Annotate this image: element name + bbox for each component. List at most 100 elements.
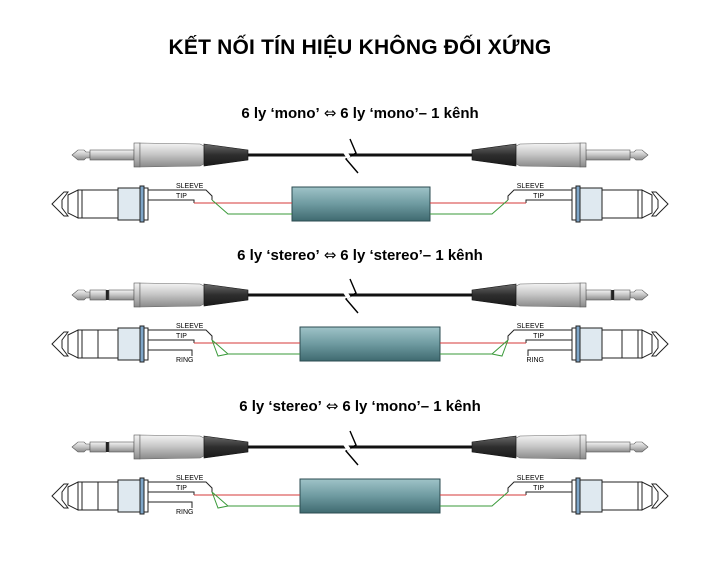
schematic-tip-neck — [67, 481, 79, 511]
section-1-left-text: 6 ly ‘mono’ — [241, 105, 320, 122]
right-tip-tab — [525, 199, 572, 203]
plug-tip — [629, 289, 649, 301]
plug-handle — [139, 282, 205, 308]
plug-collar — [133, 434, 141, 460]
wire-sleeve-left — [211, 199, 292, 215]
plug-sleeve — [585, 289, 612, 301]
plug-collar — [133, 282, 141, 308]
left-ring-jumper — [211, 339, 229, 357]
left-ring-tab — [148, 349, 193, 356]
schematic-tip — [51, 191, 69, 217]
right-label-1: TIP — [533, 333, 544, 340]
right-photo-plug — [471, 434, 649, 460]
plug-sleeve — [108, 289, 135, 301]
plug-handle — [139, 142, 205, 168]
plug-tip — [71, 149, 91, 161]
right-contact-block — [571, 327, 577, 361]
plug-shaft — [89, 149, 135, 161]
plug-boot — [471, 283, 517, 307]
left-tip-tab — [148, 491, 195, 495]
right-photo-plug — [471, 142, 649, 168]
schematic-tip-neck — [67, 189, 79, 219]
cable-gap — [343, 150, 351, 160]
section-3-title: 6 ly ‘stereo’⇔6 ly ‘mono’– 1 kênh — [0, 397, 720, 415]
plug-tip — [71, 289, 91, 301]
section-1-right-text: 6 ly ‘mono’– 1 kênh — [340, 105, 479, 122]
plug-collar — [579, 282, 587, 308]
cable-gap — [343, 290, 351, 300]
right-label-0: SLEEVE — [517, 323, 545, 330]
schematic-tip-neck — [641, 481, 653, 511]
plug-handle — [139, 434, 205, 460]
left-label-1: TIP — [176, 193, 187, 200]
plug-collar — [133, 142, 141, 168]
left-photo-plug — [71, 282, 249, 308]
wire-sleeve-left — [211, 491, 300, 507]
right-ring-tab — [527, 349, 572, 356]
schematic-shaft — [601, 481, 643, 511]
cable-gap — [343, 442, 351, 452]
left-tip-tab — [148, 199, 195, 203]
plug-boot — [203, 435, 249, 459]
schematic-collar — [579, 327, 603, 361]
right-schematic-plug — [575, 477, 669, 515]
schematic-tip-neck — [641, 329, 653, 359]
right-contact-block — [571, 187, 577, 221]
plug-shaft — [613, 289, 631, 301]
section-3-right-text: 6 ly ‘mono’– 1 kênh — [342, 398, 481, 415]
schematic-flange — [139, 185, 145, 223]
schematic-collar — [117, 187, 141, 221]
left-schematic-plug — [51, 325, 145, 363]
plug-tip — [629, 441, 649, 453]
left-label-0: SLEEVE — [176, 475, 204, 482]
plug-boot — [203, 143, 249, 167]
plug-shaft — [89, 289, 107, 301]
left-sleeve-tab — [148, 481, 213, 492]
cable-break-mark — [344, 430, 359, 466]
bidirectional-arrow-icon: ⇔ — [325, 397, 339, 415]
right-sleeve-tab — [507, 481, 572, 492]
schematic-shaft — [77, 189, 119, 219]
section-2-title: 6 ly ‘stereo’⇔6 ly ‘stereo’– 1 kênh — [0, 246, 720, 264]
schematic-flange — [575, 325, 581, 363]
plug-shaft — [585, 149, 631, 161]
left-contact-block — [143, 187, 149, 221]
right-tip-tab — [525, 491, 572, 495]
schematic-tip — [51, 331, 69, 357]
left-schematic-plug — [51, 185, 145, 223]
schematic-tip — [651, 331, 669, 357]
wire-sleeve-right — [440, 491, 509, 507]
schematic-shaft — [601, 189, 643, 219]
plug-tip — [629, 149, 649, 161]
left-contact-block — [143, 479, 149, 513]
left-contact-block — [143, 327, 149, 361]
schematic-tip — [51, 483, 69, 509]
plug-tip — [71, 441, 91, 453]
right-label-2: RING — [527, 357, 545, 364]
plug-collar — [579, 434, 587, 460]
schematic-collar — [117, 327, 141, 361]
wire-sleeve-right — [430, 199, 509, 215]
schematic-tip — [651, 483, 669, 509]
bidirectional-arrow-icon: ⇔ — [323, 104, 337, 122]
plug-handle — [515, 434, 581, 460]
plug-collar — [579, 142, 587, 168]
left-schematic-plug — [51, 477, 145, 515]
shrink-tube — [291, 186, 431, 222]
schematic-flange — [139, 325, 145, 363]
schematic-collar — [579, 187, 603, 221]
right-tip-tab — [525, 339, 572, 343]
shrink-tube — [299, 478, 441, 514]
right-sleeve-tab — [507, 189, 572, 200]
section-2-left-text: 6 ly ‘stereo’ — [237, 247, 320, 264]
plug-boot — [203, 283, 249, 307]
right-photo-plug — [471, 282, 649, 308]
left-label-0: SLEEVE — [176, 323, 204, 330]
plug-handle — [515, 282, 581, 308]
shrink-tube — [299, 326, 441, 362]
wire-sleeve-right — [440, 339, 509, 355]
page-title: KẾT NỐI TÍN HIỆU KHÔNG ĐỐI XỨNG — [168, 36, 552, 59]
